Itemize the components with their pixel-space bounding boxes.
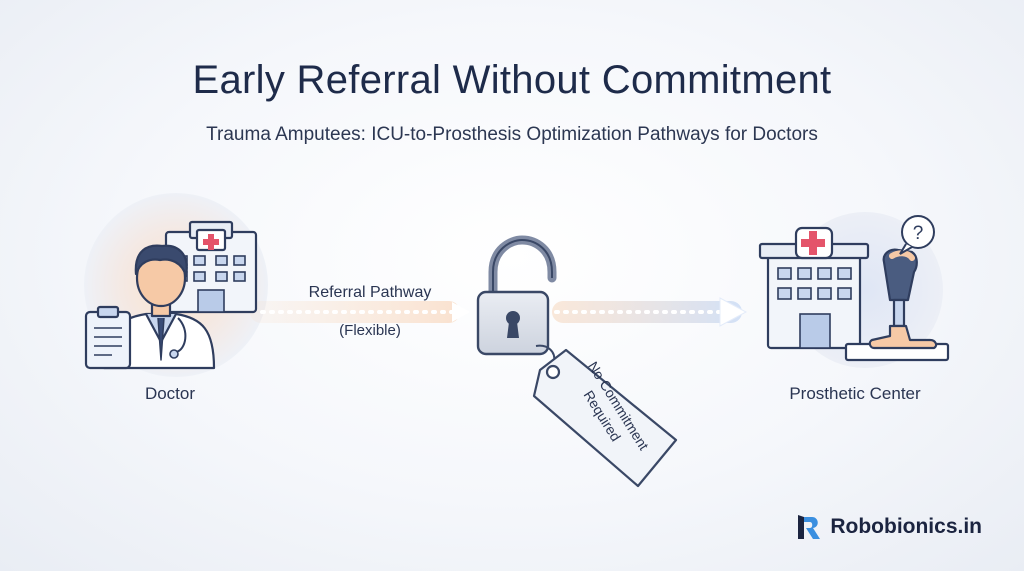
doctor-icon <box>84 244 216 370</box>
brand-logo[interactable]: Robobionics.in <box>796 513 982 541</box>
arrow-left <box>260 302 470 322</box>
hospital-icon <box>164 220 258 314</box>
page-subtitle: Trauma Amputees: ICU-to-Prosthesis Optim… <box>206 124 818 145</box>
prosthetic-leg-icon <box>844 248 950 362</box>
padlock-icon <box>476 235 557 356</box>
pathway-label: Referral Pathway <box>308 284 432 301</box>
prosthetic-center-label: Prosthetic Center <box>789 384 921 403</box>
pathway-sublabel: (Flexible) <box>339 322 401 339</box>
prosthetic-hospital-icon <box>758 226 870 350</box>
doctor-label: Doctor <box>144 384 196 403</box>
brand-name: Robobionics.in <box>830 515 982 538</box>
robobionics-logo-icon <box>798 515 821 539</box>
tag-icon <box>532 344 678 488</box>
page-title: Early Referral Without Commitment <box>192 58 832 102</box>
arrow-right <box>554 297 748 327</box>
question-bubble-icon: ? <box>899 215 935 255</box>
question-mark: ? <box>913 223 924 244</box>
